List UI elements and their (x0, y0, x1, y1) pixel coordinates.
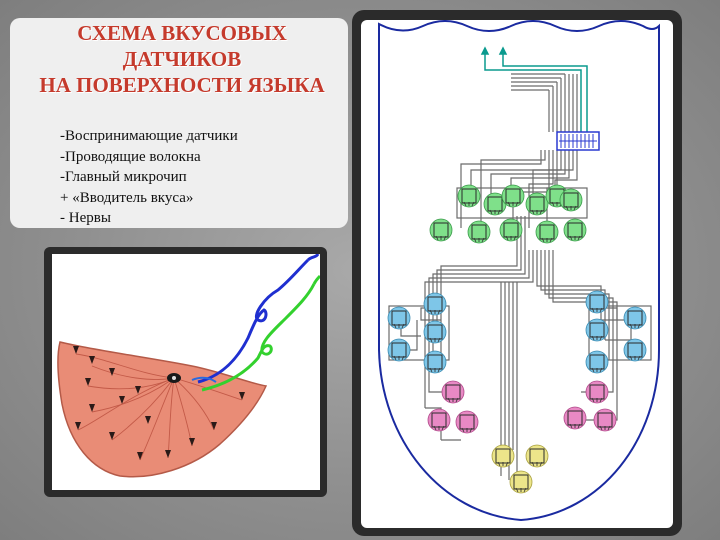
blue-nerve (197, 258, 310, 384)
tongue-sensor-dots (73, 346, 245, 460)
sensor-diagram (361, 20, 673, 528)
main-chip (556, 131, 600, 151)
pink-sensors (427, 380, 617, 434)
tongue-shape (57, 341, 268, 478)
bullet-item: + «Вводитель вкуса» (60, 189, 194, 206)
tongue-veins (75, 353, 243, 461)
text-panel (10, 18, 348, 228)
bullet-item: -Воспринимающие датчики (60, 128, 238, 144)
bullet-item: -Главный микрочип (60, 169, 187, 185)
bullet-item: - Нервы (60, 210, 111, 226)
green-nerve (201, 283, 316, 392)
circuit-drawing (378, 20, 660, 522)
tongue-illustration (52, 254, 320, 490)
slide-title: СХЕМА ВКУСОВЫХ ДАТЧИКОВ НА ПОВЕРХНОСТИ Я… (8, 20, 356, 98)
tongue-drawing (57, 254, 320, 478)
tongue-outline (378, 20, 660, 522)
title-line-2: ДАТЧИКОВ (122, 47, 242, 71)
title-line-1: СХЕМА ВКУСОВЫХ (77, 21, 287, 45)
bullet-list: -Воспринимающие датчики -Проводящие воло… (60, 126, 340, 229)
grey-wire-bundle (388, 73, 652, 480)
title-line-3: НА ПОВЕРХНОСТИ ЯЗЫКА (39, 73, 325, 97)
teal-wires (480, 46, 588, 132)
green-sensors (429, 184, 587, 244)
bullet-item: -Проводящие волокна (60, 148, 201, 165)
